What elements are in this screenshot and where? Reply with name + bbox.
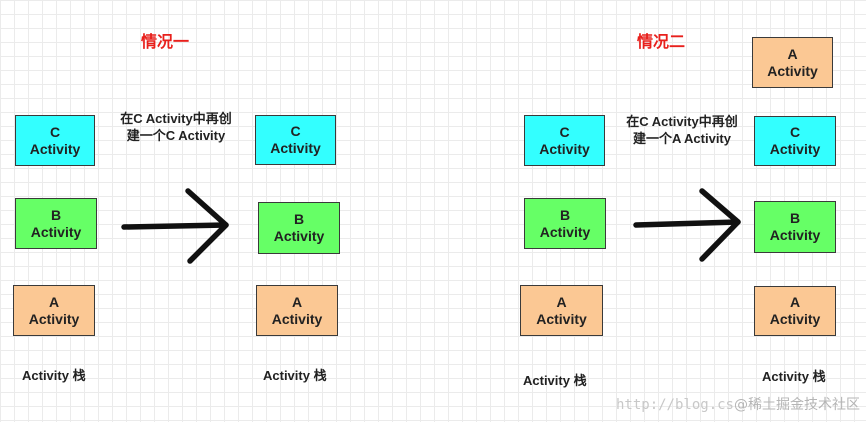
case1-after-a-activity: A Activity <box>256 285 338 336</box>
box-label: Activity <box>29 140 81 157</box>
case2-after-a-activity: A Activity <box>754 286 836 336</box>
case2-before-c-activity: C Activity <box>524 115 605 166</box>
box-label: Activity <box>271 310 323 327</box>
box-label: Activity <box>769 141 821 157</box>
box-letter: A <box>789 294 801 310</box>
case1-before-stack-label: Activity 栈 <box>22 368 86 383</box>
case2-before-b-activity: B Activity <box>524 198 606 249</box>
case1-title: 情况一 <box>141 34 190 51</box>
box-letter: A <box>291 293 303 310</box>
caption-line-2: 建一个A Activity <box>633 131 731 146</box>
box-label: Activity <box>769 227 821 243</box>
case2-before-stack-label: Activity 栈 <box>523 373 587 388</box>
box-label: Activity <box>539 223 591 240</box>
caption-line-1: 在C Activity中再创 <box>626 114 738 129</box>
box-label: Activity <box>28 310 80 327</box>
box-letter: C <box>290 123 301 139</box>
caption-line-1: 在C Activity中再创 <box>120 111 232 126</box>
box-letter: B <box>50 206 62 223</box>
box-letter: A <box>787 45 798 62</box>
box-letter: B <box>293 211 305 227</box>
case1-before-b-activity: B Activity <box>15 198 97 249</box>
case2-before-a-activity: A Activity <box>520 285 603 336</box>
box-letter: B <box>559 206 571 223</box>
box-letter: B <box>789 210 801 226</box>
box-letter: C <box>49 123 61 140</box>
box-label: Activity <box>30 223 82 240</box>
box-letter: A <box>556 293 567 310</box>
box-label: Activity <box>769 311 821 327</box>
case1-after-b-activity: B Activity <box>258 202 340 254</box>
case2-right-arrow-icon <box>633 188 741 262</box>
box-letter: A <box>48 293 60 310</box>
watermark-brand: @稀土掘金技术社区 <box>734 397 860 413</box>
case2-after-c-activity: C Activity <box>754 116 836 166</box>
box-letter: C <box>559 123 570 140</box>
case2-after-a-top-activity: A Activity <box>752 37 833 88</box>
caption-line-2: 建一个C Activity <box>126 128 226 143</box>
case1-caption: 在C Activity中再创 建一个C Activity <box>112 110 240 144</box>
case2-caption: 在C Activity中再创 建一个A Activity <box>618 113 746 147</box>
box-label: Activity <box>273 228 325 244</box>
watermark-url: http://blog.cs <box>615 397 734 413</box>
case1-right-arrow-icon <box>121 188 229 264</box>
box-label: Activity <box>270 140 321 156</box>
case1-before-c-activity: C Activity <box>15 115 95 166</box>
box-letter: C <box>789 124 801 140</box>
case2-after-b-activity: B Activity <box>754 201 836 253</box>
box-label: Activity <box>539 140 590 157</box>
box-label: Activity <box>536 310 587 327</box>
case2-title: 情况二 <box>637 34 686 51</box>
watermark: http://blog.cs@稀土掘金技术社区 <box>616 394 860 414</box>
case2-after-stack-label: Activity 栈 <box>762 369 826 384</box>
box-label: Activity <box>767 62 818 79</box>
case1-after-stack-label: Activity 栈 <box>263 368 327 383</box>
case1-after-c-activity: C Activity <box>255 115 336 165</box>
case1-before-a-activity: A Activity <box>13 285 95 336</box>
